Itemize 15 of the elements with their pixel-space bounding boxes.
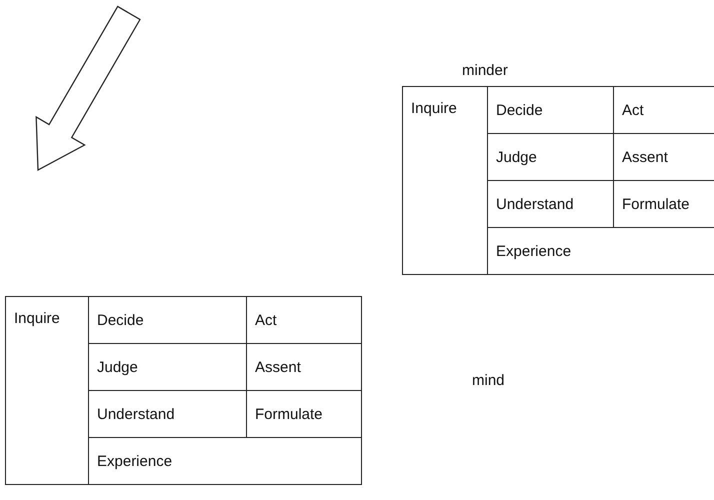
table-cell: Formulate xyxy=(246,390,362,438)
table-cell: Act xyxy=(614,86,714,134)
text-label: minder xyxy=(462,62,508,79)
table-cell: Understand xyxy=(88,390,246,438)
table-cell: Decide xyxy=(88,296,246,344)
table-cell: Judge xyxy=(88,344,246,390)
text-label: mind xyxy=(472,372,505,389)
table-cell: Experience xyxy=(88,438,362,484)
table-cell: Decide xyxy=(488,86,614,134)
table-cell: Act xyxy=(246,296,362,344)
table-cell: Inquire xyxy=(402,86,488,274)
table-cell: Judge xyxy=(488,134,614,180)
table-cell: Understand xyxy=(488,180,614,228)
table-cell: Assent xyxy=(246,344,362,390)
table-cell: Inquire xyxy=(6,296,88,484)
